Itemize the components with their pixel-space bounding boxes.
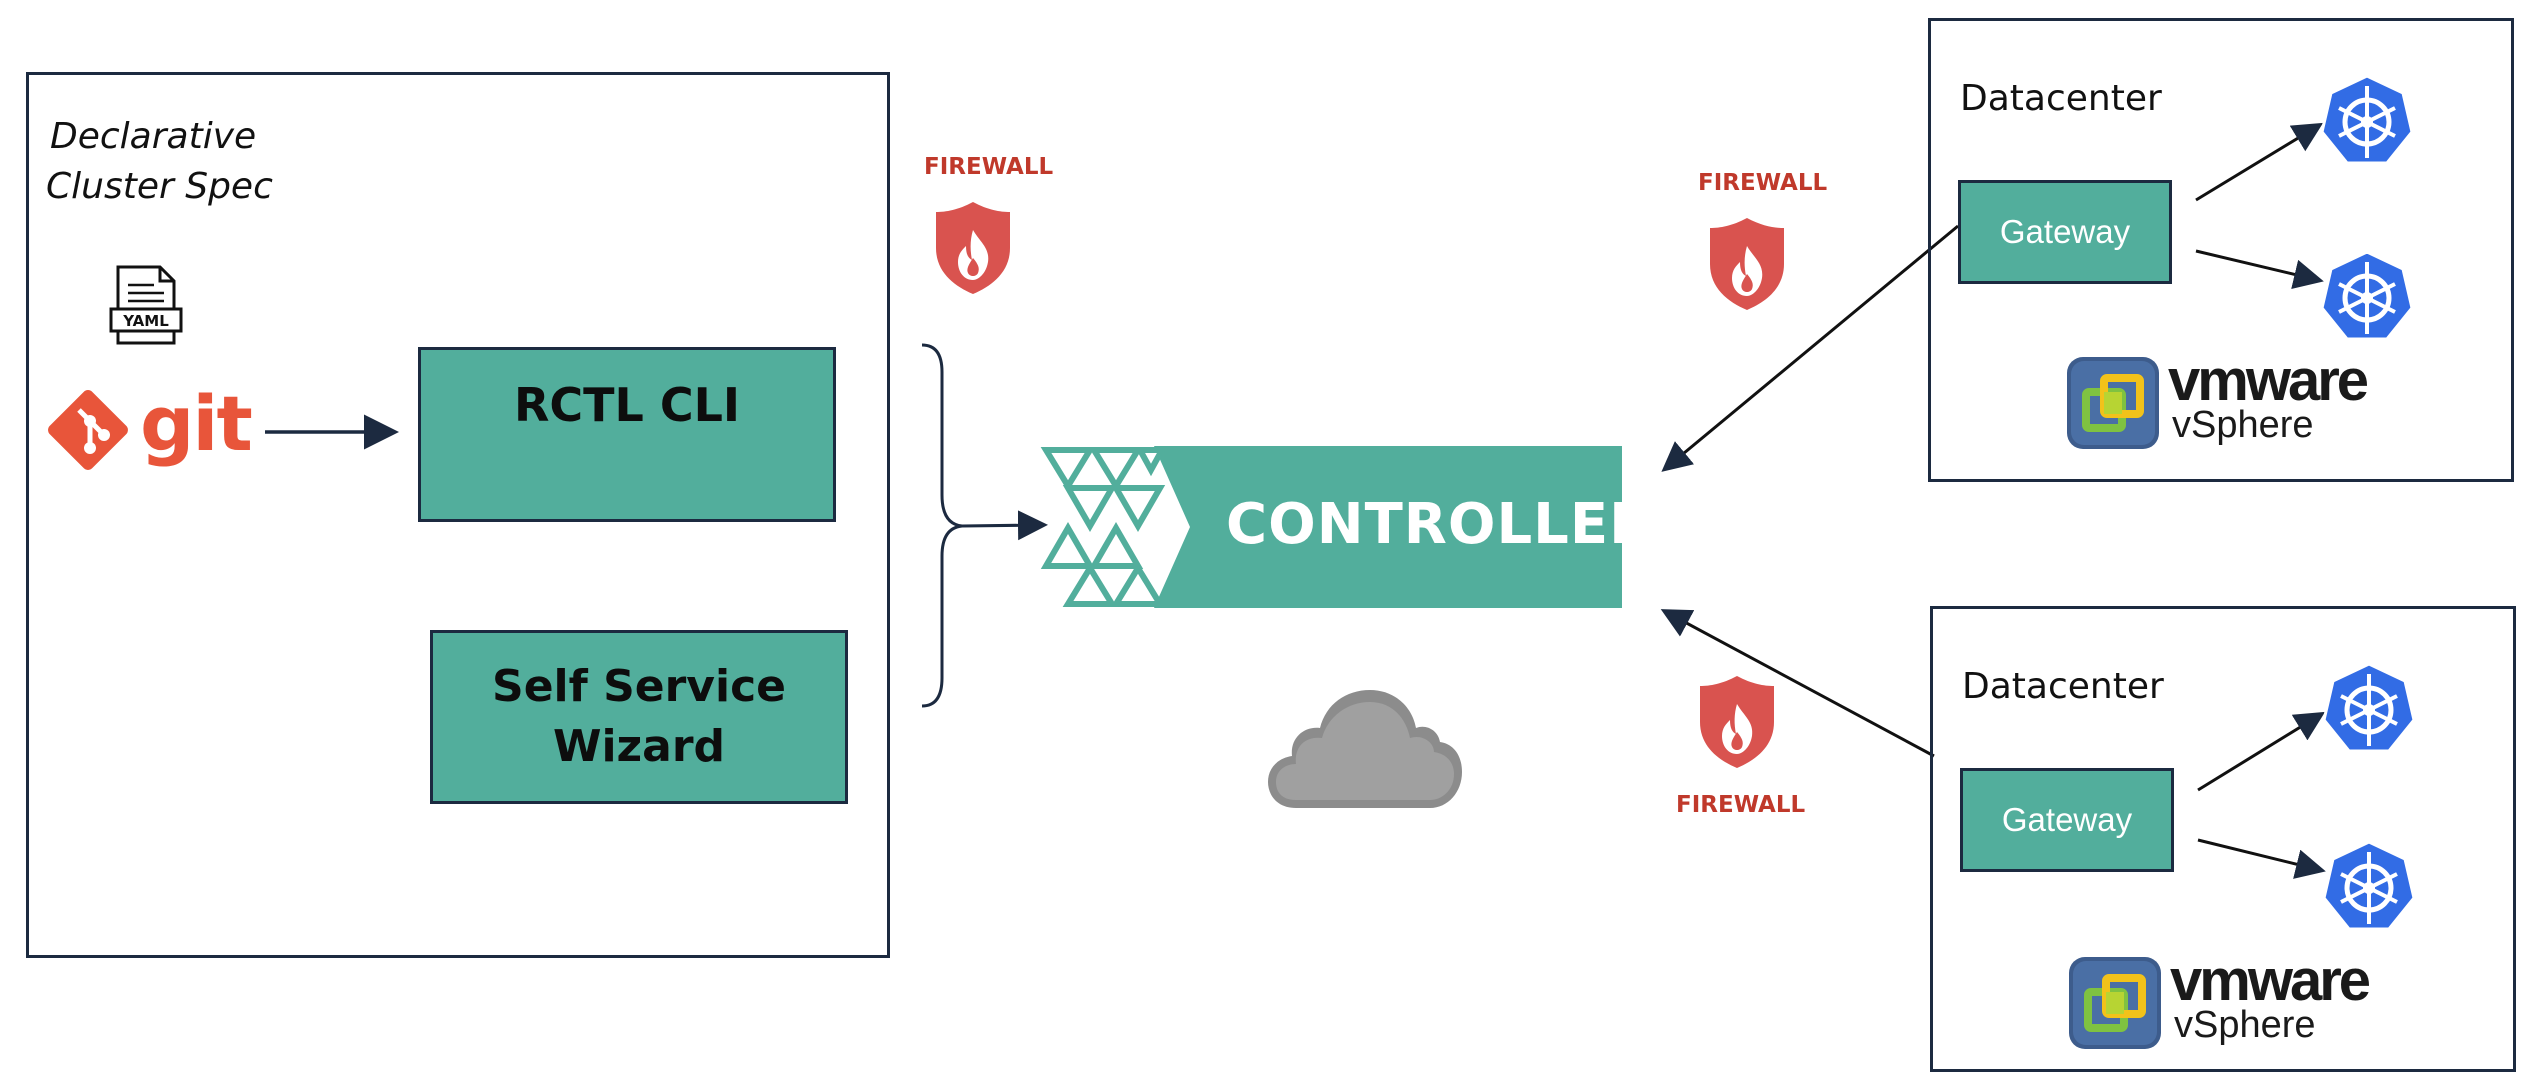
kubernetes-icon [2320,250,2414,342]
firewall-icon [1698,674,1776,770]
firewall-icon [934,200,1012,296]
datacenter-panel-1 [1928,18,2514,482]
vsphere-wordmark-2: vSphere [2174,1004,2316,1046]
git-logo-icon [46,388,130,472]
gateway-box-2: Gateway [1960,768,2174,872]
datacenter-title-1: Datacenter [1960,78,2162,119]
datacenter-panel-2 [1930,606,2516,1072]
cluster-spec-panel [26,72,890,958]
gateway1-to-controller-arrow [1661,224,1959,472]
firewall-label-left: FIREWALL [924,154,1054,180]
vmware-wordmark-1: vmware [2168,348,2369,413]
wizard-label-line1: Self Service [492,661,786,712]
cluster-spec-title-line1: Declarative [50,116,257,157]
gateway-label-2: Gateway [2001,801,2133,838]
firewall-label-bottom-right: FIREWALL [1676,792,1806,818]
firewall-label-top-right: FIREWALL [1698,170,1828,196]
kubernetes-icon [2322,662,2416,754]
firewall-icon [1708,216,1786,312]
brace-to-controller-arrow [961,510,1048,541]
controller-block: CONTROLLER [1040,446,1652,608]
gateway-box-1: Gateway [1958,180,2172,284]
self-service-wizard-box: Self Service Wizard [430,630,848,804]
git-logo-text: git [140,379,253,468]
gateway1-to-k8s-top-arrow [2195,122,2324,202]
controller-label: CONTROLLER [1226,492,1654,557]
datacenter-title-2: Datacenter [1962,666,2164,707]
vmware-wordmark-2: vmware [2170,948,2371,1013]
gateway-label-1: Gateway [1999,213,2131,250]
rctl-cli-label: RCTL CLI [513,378,741,432]
cluster-spec-title-line2: Cluster Spec [46,166,273,207]
vsphere-logo-icon [2066,356,2160,450]
rctl-cli-box: RCTL CLI [418,347,836,522]
wizard-label-line2: Wizard [552,721,726,772]
controller-logo-icon [1040,446,1622,608]
vsphere-wordmark-1: vSphere [2172,404,2314,446]
yaml-file-label: YAML [123,312,169,330]
gateway2-to-k8s-top-arrow [2197,711,2326,792]
kubernetes-icon [2320,74,2414,166]
gateway1-to-k8s-bottom-arrow [2195,249,2324,290]
cluster-spec-title: Declarative Cluster Spec [46,112,273,212]
cloud-icon [1266,686,1462,810]
kubernetes-icon [2322,840,2416,932]
gateway2-to-controller-arrow [1660,609,1935,758]
gateway2-to-k8s-bottom-arrow [2197,838,2326,879]
vsphere-logo-icon [2068,956,2162,1050]
curly-brace [921,343,963,708]
yaml-file-icon: YAML [109,265,183,345]
